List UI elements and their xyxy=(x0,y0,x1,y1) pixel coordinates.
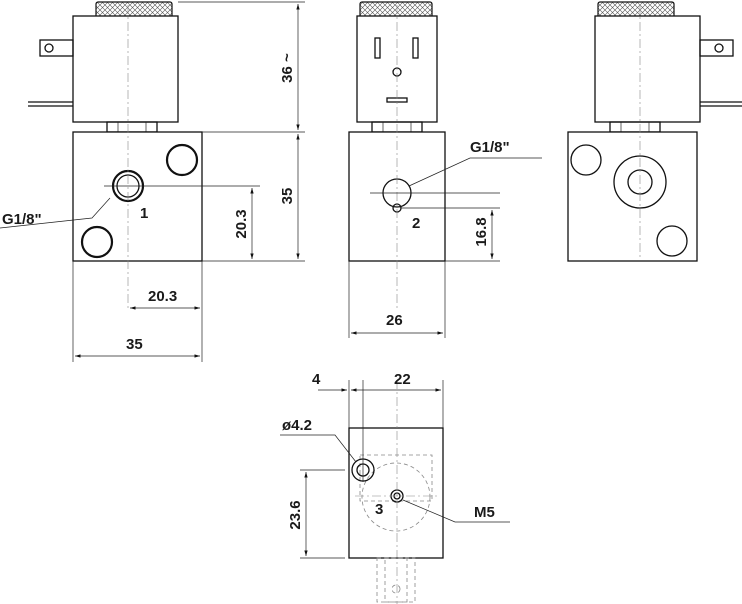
side-view: G1/8" 2 16.8 26 xyxy=(348,1,542,338)
valve-block xyxy=(567,131,698,262)
coil-housing xyxy=(72,15,179,123)
side-dim-width: 26 xyxy=(386,312,403,329)
front-view: G1/8" 1 36 ~ 35 20.3 20.3 35 xyxy=(0,1,305,362)
front-dim-block-height: 35 xyxy=(279,188,296,205)
bottom-port-number: 3 xyxy=(375,501,383,518)
mount-hole-bottom-right xyxy=(656,225,688,257)
side-port-label: G1/8" xyxy=(470,139,510,156)
mount-hole-top-right xyxy=(165,143,199,177)
bottom-dim-width: 22 xyxy=(394,371,411,388)
coil-housing xyxy=(594,15,701,123)
front-dim-width: 35 xyxy=(126,336,143,353)
front-dim-port-x: 20.3 xyxy=(148,288,177,305)
neck-nut xyxy=(106,121,158,133)
mount-hole-top-left xyxy=(570,144,602,176)
bottom-dim-height: 23.6 xyxy=(287,500,304,529)
front-port-label: G1/8" xyxy=(2,211,42,228)
connector-spade xyxy=(39,39,74,57)
bottom-hole-label: ø4.2 xyxy=(282,417,312,434)
connector-spade xyxy=(699,39,734,57)
side-port-number: 2 xyxy=(412,215,420,232)
central-port xyxy=(613,155,667,209)
mount-hole-bottom-left xyxy=(80,225,114,259)
neck-nut xyxy=(609,121,661,133)
side-dim-port-height: 16.8 xyxy=(473,217,490,246)
front-dim-height-total: 36 ~ xyxy=(279,53,296,83)
front-port-number: 1 xyxy=(140,205,148,222)
bottom-thread-label: M5 xyxy=(474,504,495,521)
front-dim-port-height: 20.3 xyxy=(233,209,250,238)
bottom-view: 4 22 ø4.2 M5 3 23.6 xyxy=(280,371,510,604)
back-view xyxy=(567,1,742,262)
bottom-dim-offset: 4 xyxy=(312,371,321,388)
